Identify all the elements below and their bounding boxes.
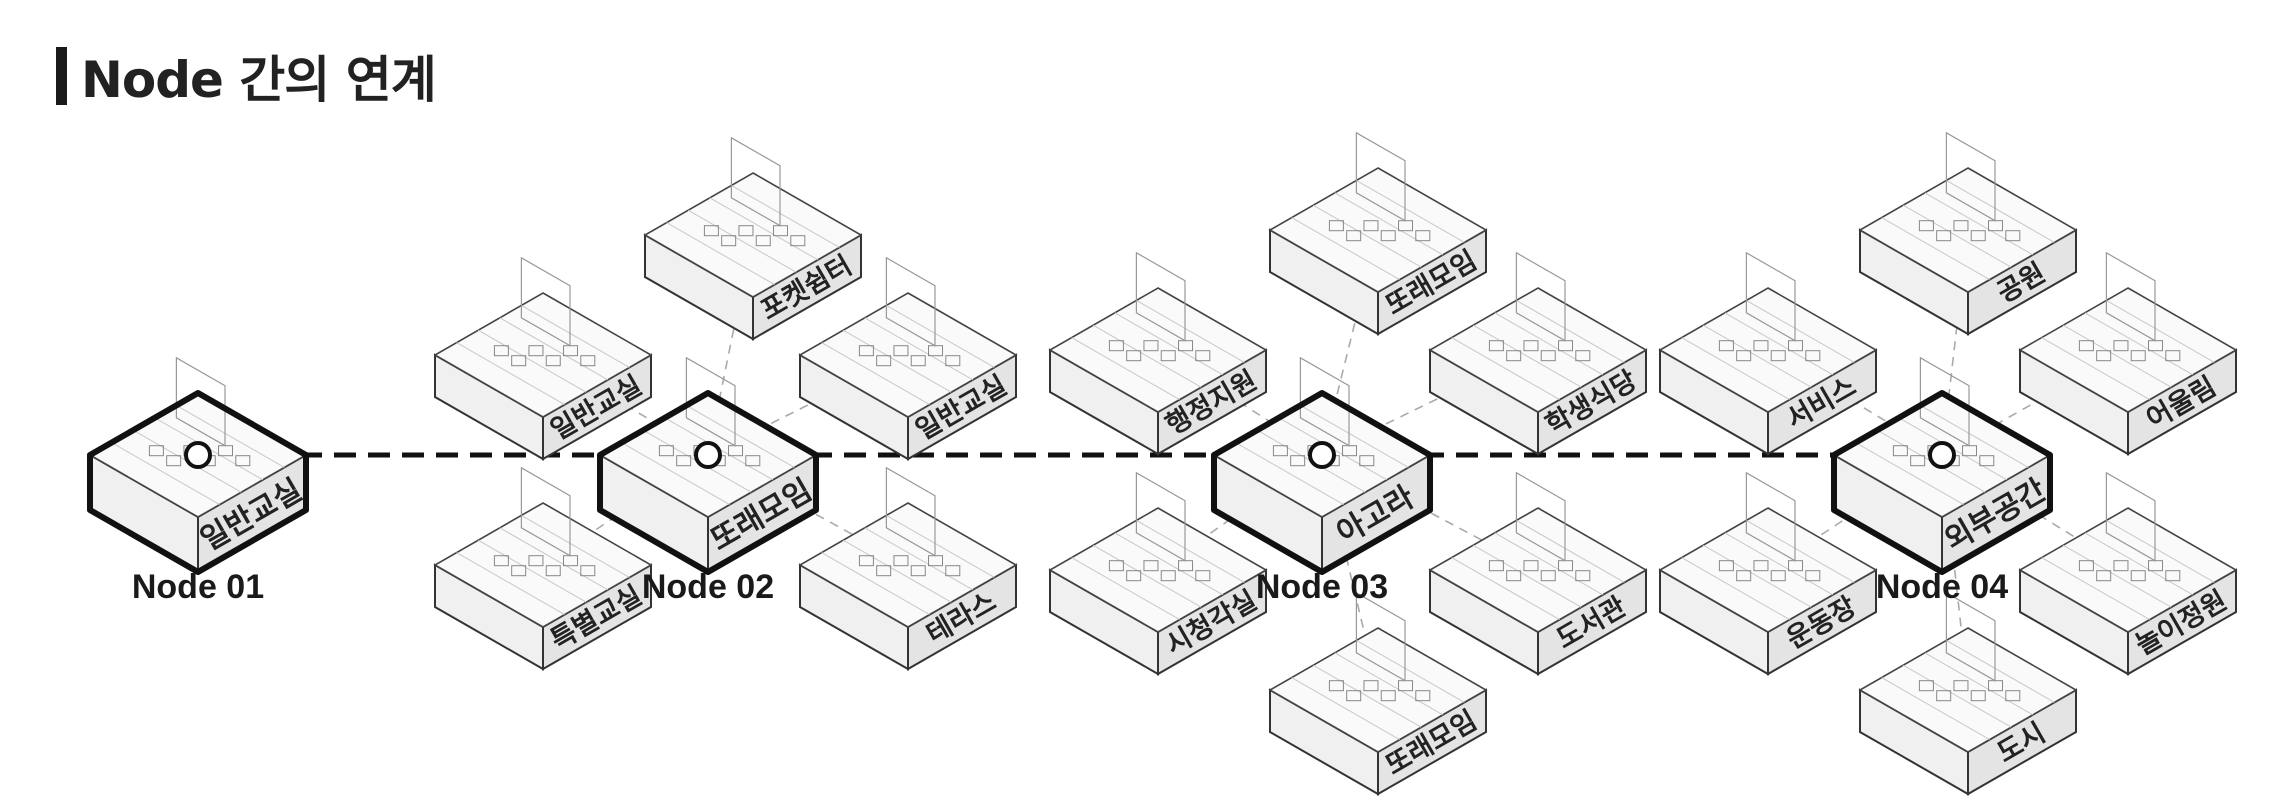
circle-node-icon bbox=[1308, 441, 1336, 469]
room-block: 일반교실 bbox=[433, 256, 653, 461]
room-block: 또래모임 bbox=[1268, 131, 1488, 336]
room-block: 서비스 bbox=[1658, 251, 1878, 456]
room-block: 도시 bbox=[1858, 591, 2078, 796]
node-labels: Node 01 Node 02 Node 03 Node 04 bbox=[132, 568, 2008, 606]
room-block: 학생식당 bbox=[1428, 251, 1648, 456]
circle-node-icon bbox=[694, 441, 722, 469]
node-block: 일반교실 bbox=[87, 356, 309, 575]
node-label: Node 03 bbox=[1256, 568, 1388, 606]
room-block: 행정지원 bbox=[1048, 251, 1268, 456]
circle-node-icon bbox=[184, 441, 212, 469]
room-block: 또래모임 bbox=[1268, 591, 1488, 796]
page-title: Node 간의 연계 bbox=[56, 40, 437, 112]
node-label: Node 04 bbox=[1876, 568, 2008, 606]
room-block: 포켓쉼터 bbox=[643, 136, 863, 341]
node-label: Node 01 bbox=[132, 568, 264, 606]
room-block: 테라스 bbox=[798, 466, 1018, 671]
room-block: 공원 bbox=[1858, 131, 2078, 336]
circle-node-icon bbox=[1928, 441, 1956, 469]
page-title-text: Node 간의 연계 bbox=[81, 51, 437, 109]
room-block: 도서관 bbox=[1428, 471, 1648, 676]
room-block: 운동장 bbox=[1658, 471, 1878, 676]
room-block: 어울림 bbox=[2018, 251, 2238, 456]
title-bar bbox=[56, 47, 67, 105]
node-label: Node 02 bbox=[642, 568, 774, 606]
